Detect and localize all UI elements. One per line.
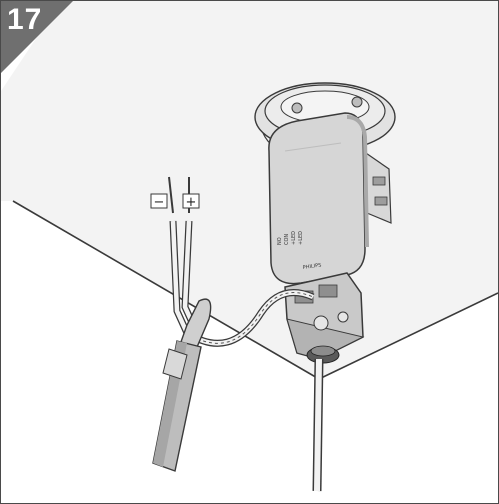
driver-label-led-1: +LED bbox=[291, 231, 297, 245]
step-badge bbox=[1, 1, 73, 73]
power-cable bbox=[312, 358, 324, 492]
cable-clamp bbox=[152, 298, 212, 472]
positive-label: + bbox=[186, 195, 197, 210]
driver-label-led-2: +LED bbox=[298, 231, 304, 245]
negative-tag: − bbox=[150, 193, 168, 210]
step-number: 17 bbox=[7, 3, 43, 36]
ceiling-edge-right bbox=[318, 292, 498, 380]
screw-right bbox=[351, 96, 363, 108]
negative-label: − bbox=[154, 195, 165, 210]
ceiling-surface bbox=[1, 1, 498, 379]
positive-tag: + bbox=[182, 193, 200, 210]
led-wire-loop bbox=[185, 289, 315, 347]
ceiling-edge-left bbox=[12, 200, 320, 380]
screw-left bbox=[291, 102, 303, 114]
driver-label-con: CON bbox=[284, 234, 290, 245]
led-driver: NO CON +LED +LED PHILIPS bbox=[268, 112, 369, 285]
driver-brand: PHILIPS bbox=[302, 262, 321, 271]
driver-label-no: NO bbox=[277, 237, 283, 245]
